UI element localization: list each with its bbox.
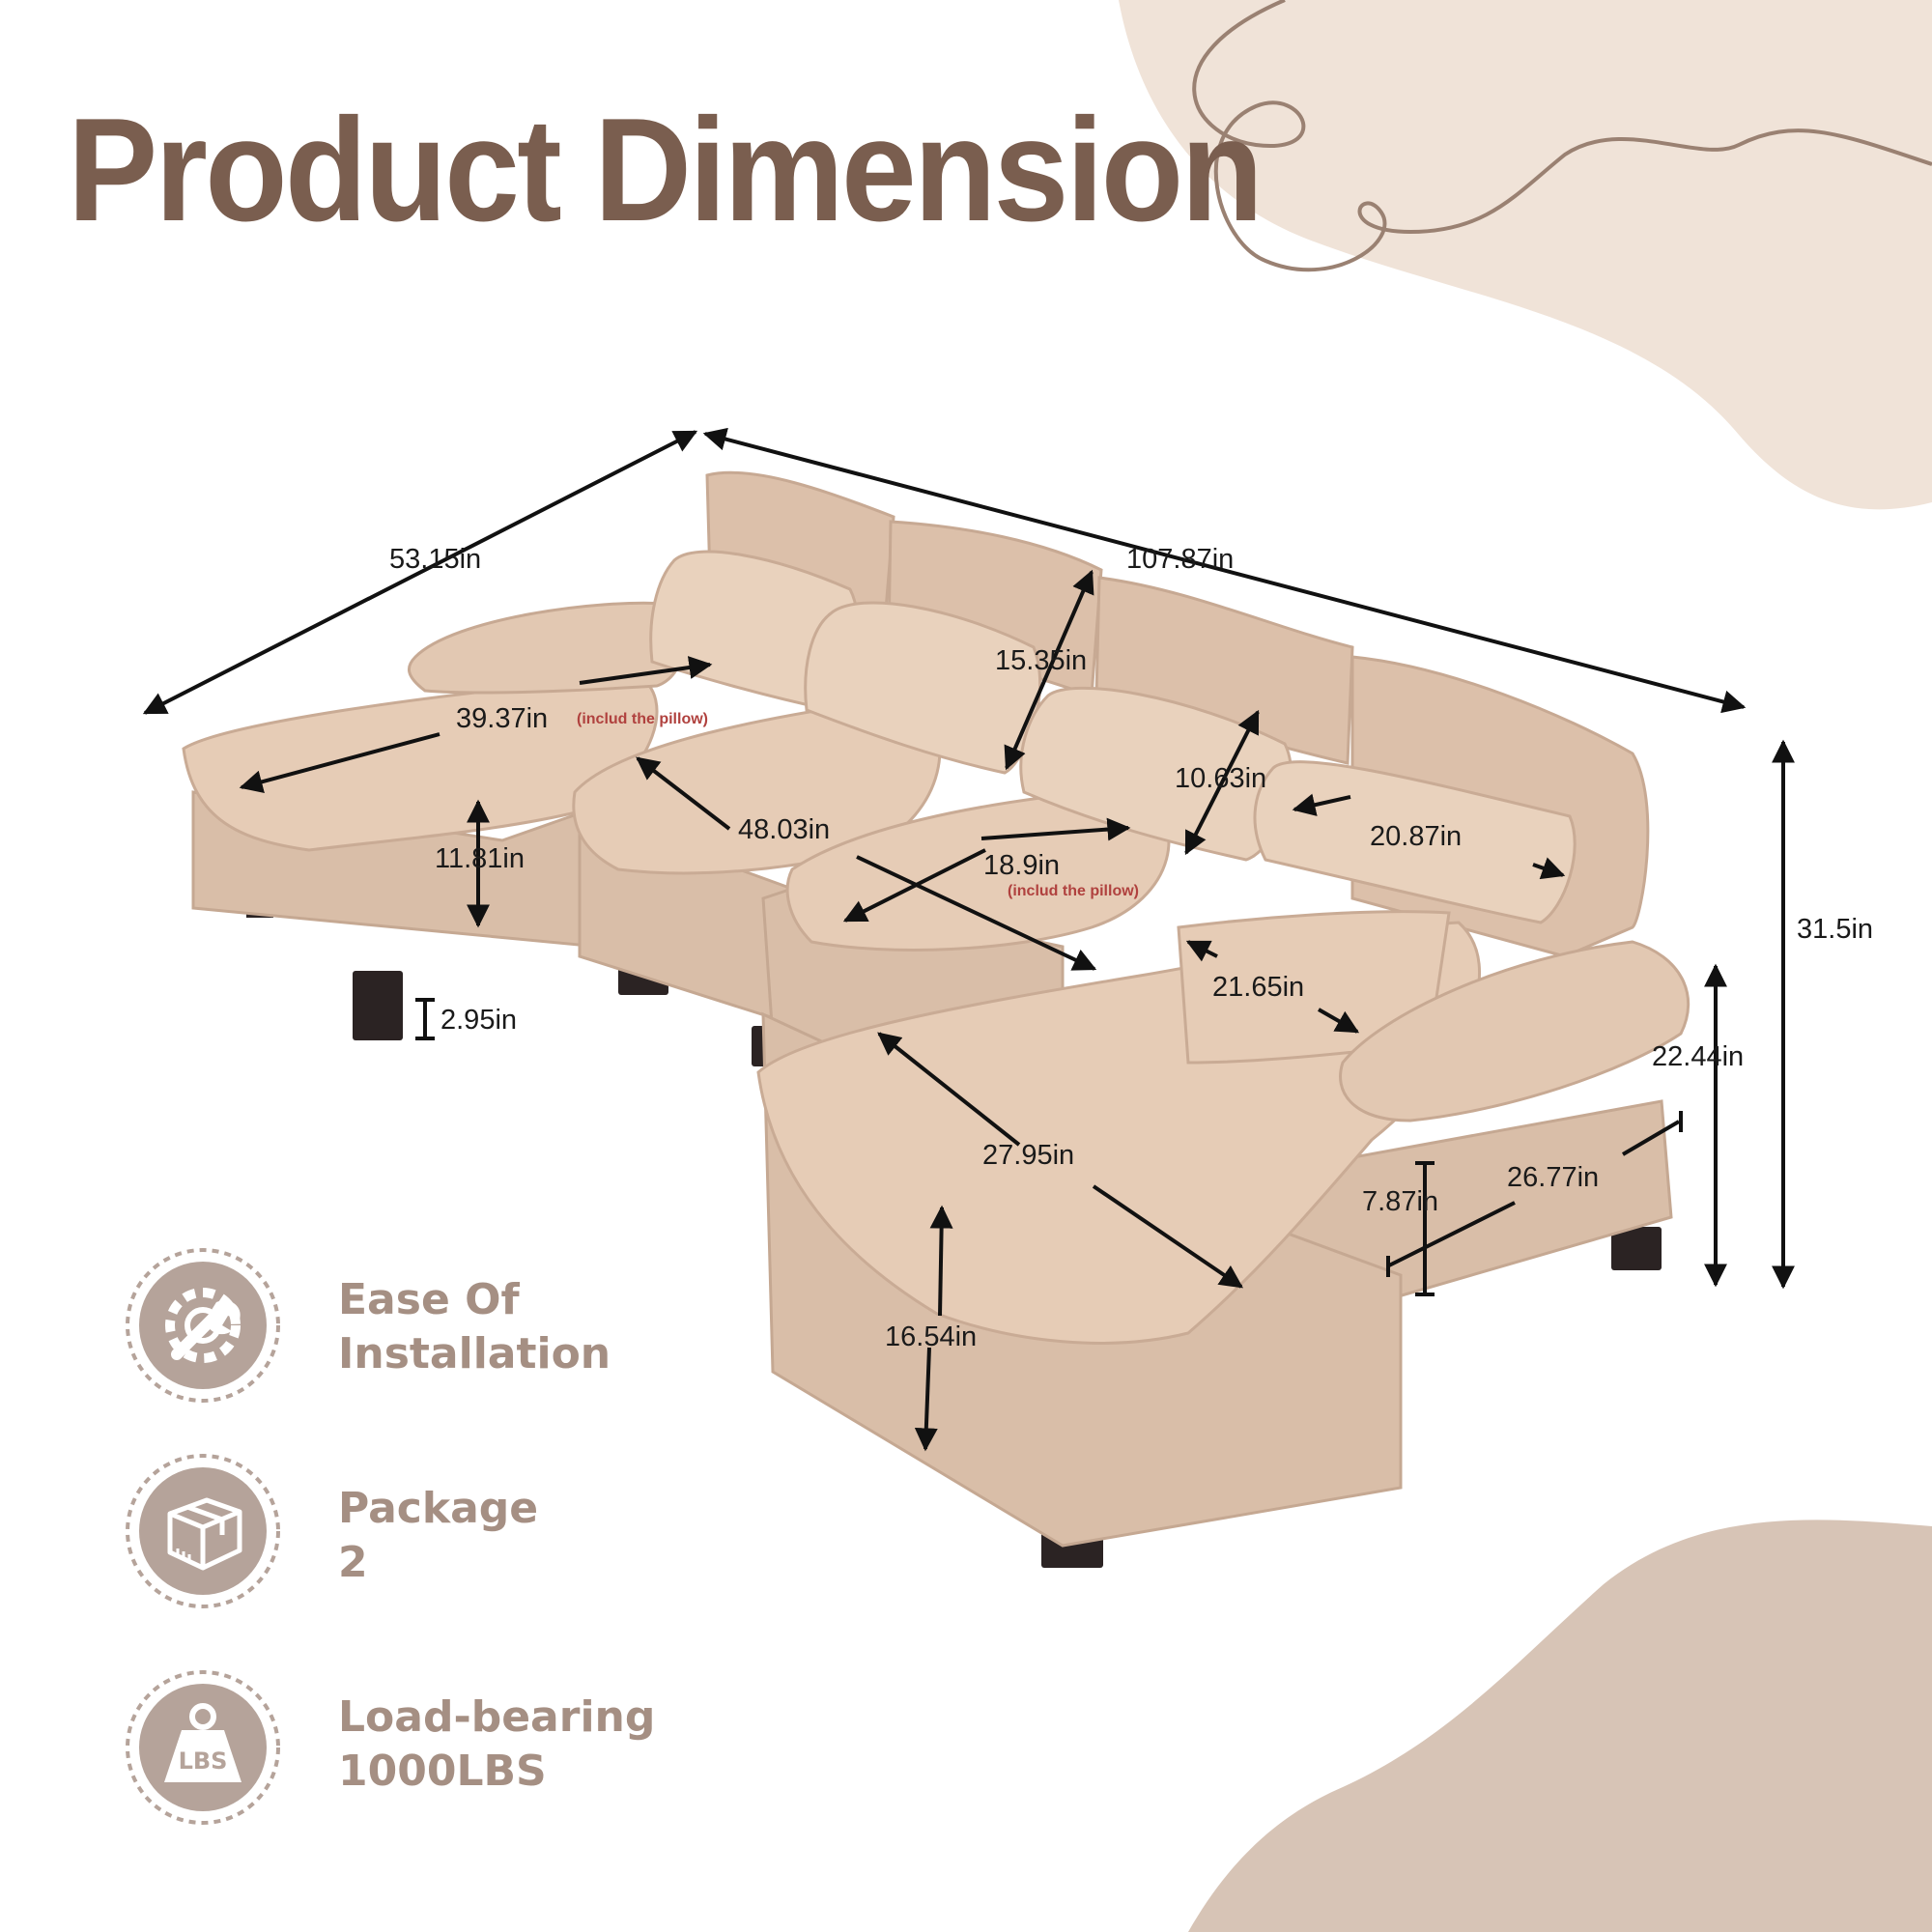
dim-label-armrest-depth: 26.77in: [1507, 1162, 1600, 1193]
swirl-line-decor: [1192, 0, 1932, 272]
feature-package: Package 2: [338, 1482, 538, 1590]
dim-label-seat-width: 48.03in: [738, 814, 831, 845]
feature-load-bearing: Load-bearing 1000LBS: [338, 1690, 655, 1799]
dim-label-seat-height: 16.54in: [885, 1321, 978, 1352]
bottom-right-blob: [1188, 1520, 1932, 1932]
dim-note-chaise: (includ the pillow): [577, 711, 708, 727]
dim-label-armrest-height: 22.44in: [1652, 1041, 1745, 1072]
feature-package-line2: 2: [338, 1538, 368, 1587]
dim-label-armrest-width: 7.87in: [1362, 1186, 1439, 1217]
dim-label-pillow-height: 10.63in: [1175, 763, 1267, 794]
dim-label-chaise-width: 27.95in: [982, 1140, 1075, 1171]
feature-installation: Ease Of Installation: [338, 1273, 611, 1381]
package-box-icon: [126, 1454, 280, 1608]
weight-lbs-icon: LBS: [126, 1670, 280, 1825]
dim-label-total-width: 107.87in: [1126, 544, 1235, 575]
dimension-arrows: [142, 427, 1795, 1452]
dim-label-seat-depth: 18.9in: [983, 850, 1061, 881]
top-right-blob: [1119, 0, 1932, 510]
feature-installation-line2: Installation: [338, 1329, 611, 1378]
feature-package-line1: Package: [338, 1484, 539, 1533]
seat-cushions: [182, 674, 1481, 1345]
dim-label-cushion-height: 11.81in: [435, 843, 525, 874]
feature-installation-line1: Ease Of: [338, 1275, 520, 1324]
wrench-gear-icon: [126, 1248, 280, 1403]
feature-load-line2: 1000LBS: [338, 1747, 547, 1796]
dim-note-seat-depth: (includ the pillow): [1008, 883, 1139, 899]
dim-label-total-height: 31.5in: [1797, 914, 1874, 945]
dim-label-leg-height: 2.95in: [440, 1005, 518, 1036]
dim-label-back-height: 15.35in: [995, 645, 1088, 676]
feature-load-line1: Load-bearing: [338, 1692, 656, 1742]
dim-label-pillow-width: 20.87in: [1370, 821, 1463, 852]
weight-icon-label: LBS: [179, 1747, 228, 1775]
dim-label-armrest-gap: 21.65in: [1212, 972, 1305, 1003]
dim-label-chaise-length: 39.37in: [456, 703, 549, 734]
dim-label-depth-left: 53.15in: [389, 544, 482, 575]
page-title: Product Dimension: [68, 88, 1264, 252]
